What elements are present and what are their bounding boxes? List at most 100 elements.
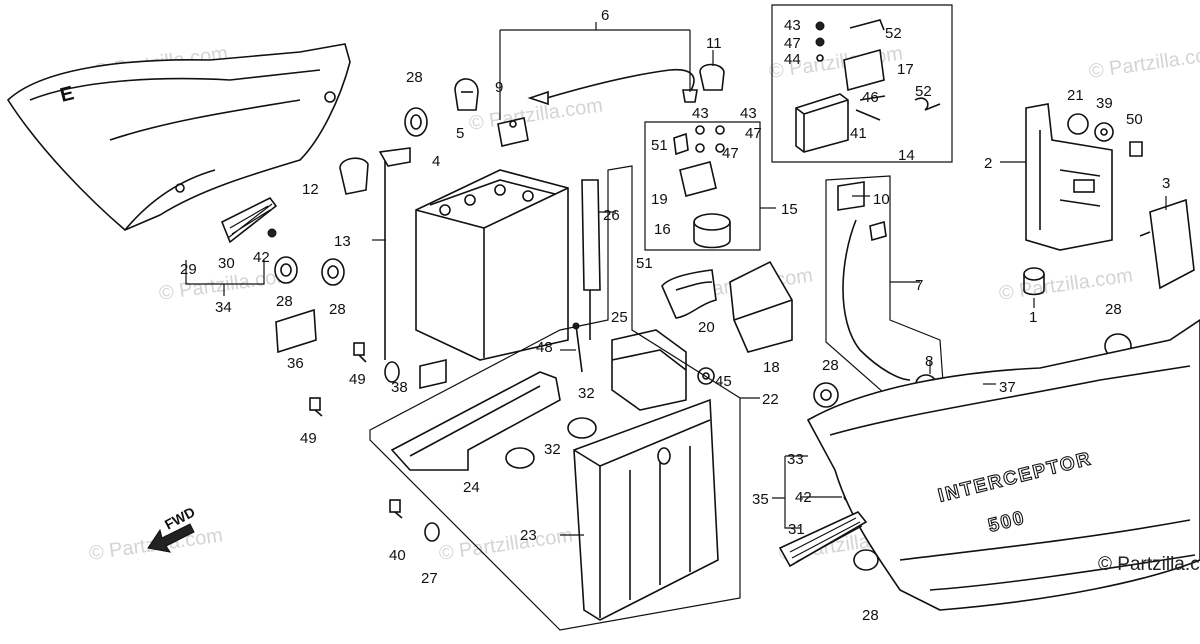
callout-52: 52 bbox=[885, 25, 902, 42]
callout-2: 2 bbox=[984, 155, 992, 172]
grille-31 bbox=[778, 511, 868, 568]
callout-47: 47 bbox=[745, 125, 762, 142]
hardware-21-39-50 bbox=[1067, 113, 1143, 157]
callout-42: 42 bbox=[253, 249, 270, 266]
callout-6: 6 bbox=[601, 7, 609, 24]
callout-44: 44 bbox=[784, 51, 801, 68]
callout-24: 24 bbox=[463, 479, 480, 496]
ground-cable-13 bbox=[378, 147, 411, 383]
battery-case-23 bbox=[573, 398, 719, 621]
callout-49: 49 bbox=[300, 430, 317, 447]
terminal-cover-12 bbox=[339, 157, 369, 195]
callout-43: 43 bbox=[740, 105, 757, 122]
copyright-text: © Partzilla.com bbox=[1098, 554, 1200, 575]
callout-18: 18 bbox=[763, 359, 780, 376]
bracket-2 bbox=[1025, 103, 1113, 251]
breather-tube-26 bbox=[581, 179, 601, 340]
callout-26: 26 bbox=[603, 207, 620, 224]
callout-20: 20 bbox=[698, 319, 715, 336]
clip-5 bbox=[454, 78, 479, 111]
callout-16: 16 bbox=[654, 221, 671, 238]
callout-48: 48 bbox=[536, 339, 553, 356]
callout-1: 1 bbox=[1029, 309, 1037, 326]
callout-27: 27 bbox=[421, 570, 438, 587]
stay-27 bbox=[424, 522, 440, 542]
callout-45: 45 bbox=[715, 373, 732, 390]
battery-cable-6 bbox=[527, 63, 725, 106]
callout-37: 37 bbox=[999, 379, 1016, 396]
callout-23: 23 bbox=[520, 527, 537, 544]
callout-3: 3 bbox=[1162, 175, 1170, 192]
callout-47: 47 bbox=[784, 35, 801, 52]
relay-assembly-15 bbox=[644, 121, 761, 251]
callout-34: 34 bbox=[215, 299, 232, 316]
damper-32 bbox=[505, 417, 597, 469]
cover-18 bbox=[729, 260, 793, 353]
callout-32: 32 bbox=[544, 441, 561, 458]
callout-38: 38 bbox=[391, 379, 408, 396]
callout-7: 7 bbox=[915, 277, 923, 294]
grille-30 bbox=[220, 196, 278, 244]
callout-51: 51 bbox=[636, 255, 653, 272]
battery-4 bbox=[415, 169, 569, 361]
callout-42: 42 bbox=[795, 489, 812, 506]
callout-35: 35 bbox=[752, 491, 769, 508]
watermark: © Partzilla.com bbox=[1088, 42, 1200, 83]
leader-lines bbox=[185, 22, 1167, 536]
callout-29: 29 bbox=[180, 261, 197, 278]
callout-10: 10 bbox=[873, 191, 890, 208]
cover-mark: E bbox=[58, 82, 76, 107]
tray-22 bbox=[369, 165, 741, 631]
callout-8: 8 bbox=[925, 353, 933, 370]
callout-31: 31 bbox=[788, 521, 805, 538]
callout-28: 28 bbox=[1105, 301, 1122, 318]
callout-43: 43 bbox=[784, 17, 801, 34]
callout-28: 28 bbox=[862, 607, 879, 624]
callout-51: 51 bbox=[651, 137, 668, 154]
callout-13: 13 bbox=[334, 233, 351, 250]
callout-9: 9 bbox=[495, 79, 503, 96]
callout-39: 39 bbox=[1096, 95, 1113, 112]
callout-47: 47 bbox=[722, 145, 739, 162]
grommet-28 bbox=[274, 107, 1132, 571]
callout-21: 21 bbox=[1067, 87, 1084, 104]
callout-28: 28 bbox=[329, 301, 346, 318]
callout-49: 49 bbox=[349, 371, 366, 388]
callout-52: 52 bbox=[915, 83, 932, 100]
callout-22: 22 bbox=[762, 391, 779, 408]
grommet-1 bbox=[1023, 267, 1045, 296]
callout-28: 28 bbox=[822, 357, 839, 374]
callout-15: 15 bbox=[781, 201, 798, 218]
callout-14: 14 bbox=[898, 147, 915, 164]
callout-28: 28 bbox=[406, 69, 423, 86]
callout-5: 5 bbox=[456, 125, 464, 142]
callout-25: 25 bbox=[611, 309, 628, 326]
callout-36: 36 bbox=[287, 355, 304, 372]
callout-17: 17 bbox=[897, 61, 914, 78]
callout-40: 40 bbox=[389, 547, 406, 564]
callout-12: 12 bbox=[302, 181, 319, 198]
callout-32: 32 bbox=[578, 385, 595, 402]
callout-28: 28 bbox=[276, 293, 293, 310]
callouts: 6 11 9 28 5 4 12 13 29 30 42 34 28 28 36… bbox=[180, 7, 1170, 624]
terminal-9 bbox=[497, 117, 529, 147]
callout-19: 19 bbox=[651, 191, 668, 208]
bracket-24 bbox=[390, 371, 561, 471]
callout-4: 4 bbox=[432, 153, 440, 170]
callout-11: 11 bbox=[706, 35, 722, 52]
holder-25 bbox=[611, 329, 687, 411]
left-side-cover: E bbox=[6, 43, 351, 231]
watermark: © Partzilla.com bbox=[998, 264, 1135, 305]
relay-box-14 bbox=[771, 4, 953, 163]
callout-30: 30 bbox=[218, 255, 235, 272]
callout-50: 50 bbox=[1126, 111, 1143, 128]
reflector-3 bbox=[1139, 198, 1195, 290]
callout-43: 43 bbox=[692, 105, 709, 122]
callout-46: 46 bbox=[862, 89, 879, 106]
callout-33: 33 bbox=[787, 451, 804, 468]
watermark: © Partzilla.com bbox=[438, 524, 575, 565]
right-side-cover-33: INTERCEPTOR 500 bbox=[806, 319, 1200, 611]
band-48 bbox=[572, 322, 583, 373]
